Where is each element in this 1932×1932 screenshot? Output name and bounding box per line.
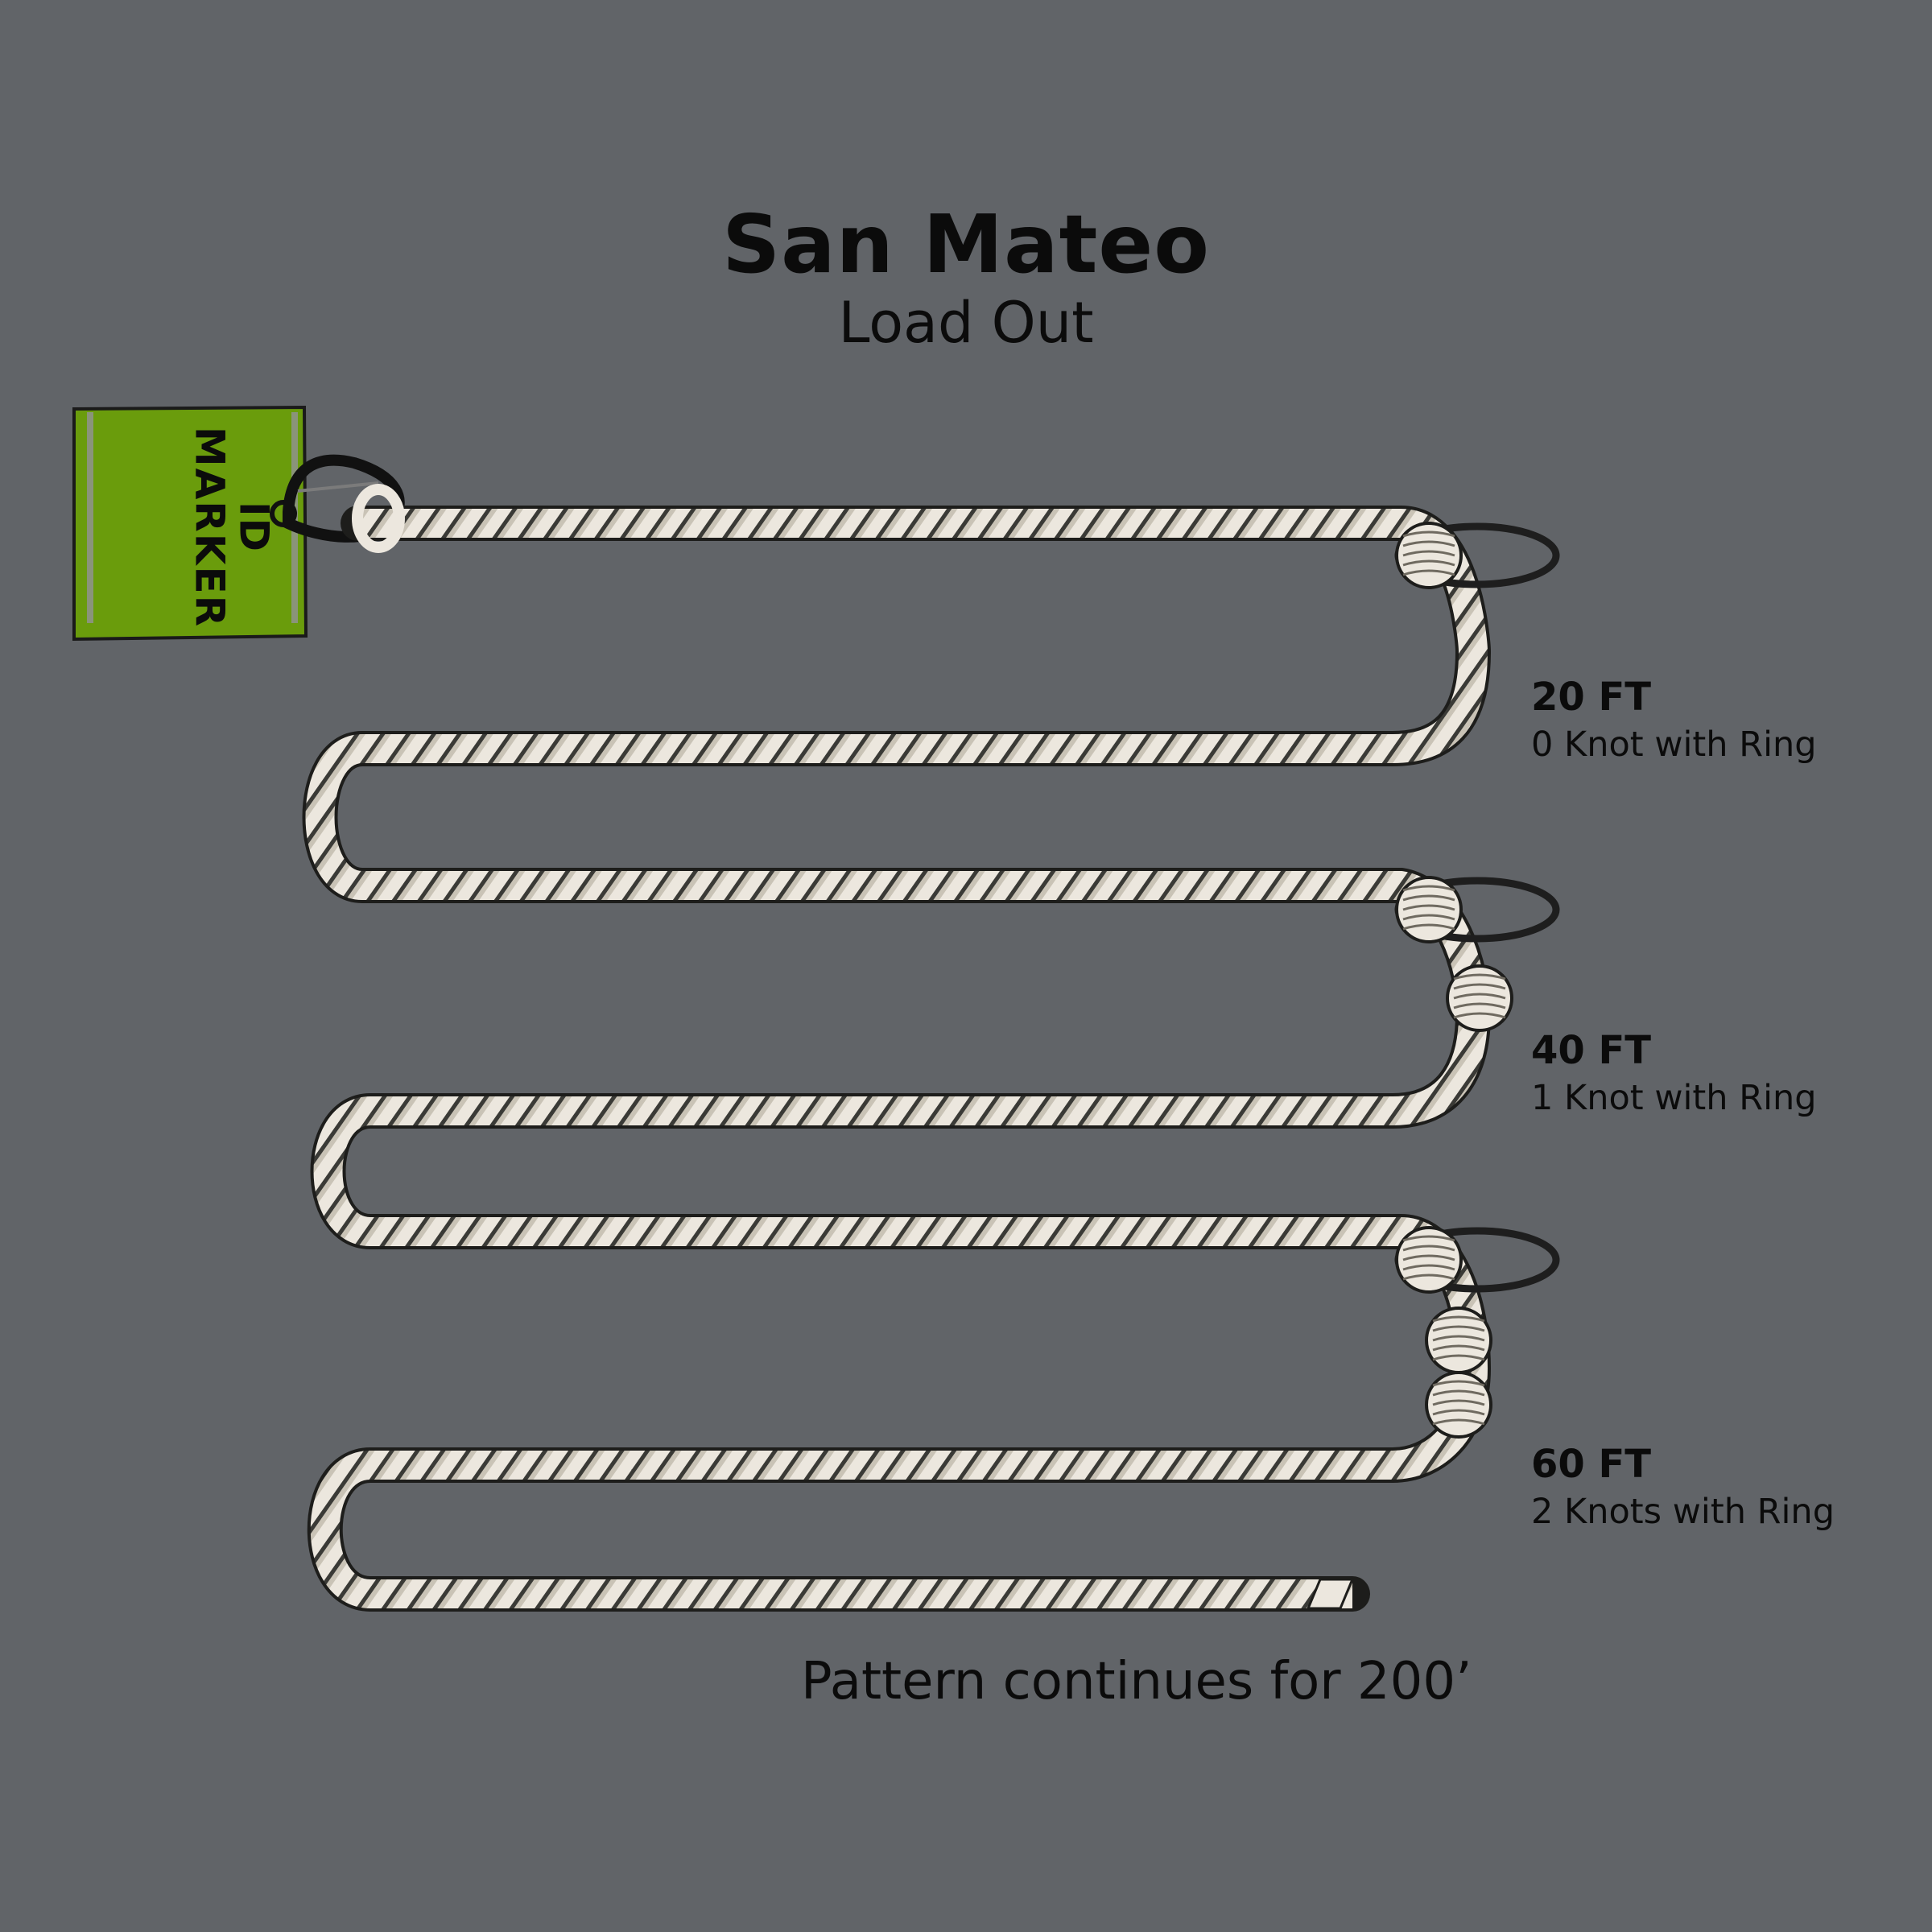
page-subtitle: Load Out <box>838 290 1094 356</box>
marker-distance: 40 FT <box>1531 1028 1652 1073</box>
spacing-knot <box>1425 1371 1492 1439</box>
spacing-knot <box>1446 964 1513 1032</box>
carabiner <box>283 454 405 543</box>
id-marker-tag <box>72 405 308 642</box>
id-marker-line-2: MARKER <box>186 426 233 629</box>
marker-distance: 60 FT <box>1531 1442 1652 1487</box>
pattern-note: Pattern continues for 200’ <box>801 1652 1472 1711</box>
ring-knot <box>1395 876 1463 943</box>
rope-end <box>1306 1578 1355 1610</box>
marker-distance: 20 FT <box>1531 675 1652 720</box>
rope-outline <box>302 506 1492 1612</box>
marker-label-40ft: 40 FT 1 Knot with Ring <box>1531 1028 1817 1118</box>
marker-graphics <box>1394 522 1560 1439</box>
ring-knot <box>1395 1226 1463 1294</box>
ring-knot <box>1395 522 1463 589</box>
spacing-knot <box>1425 1307 1492 1374</box>
marker-label-60ft: 60 FT 2 Knots with Ring <box>1531 1442 1835 1532</box>
marker-description: 0 Knot with Ring <box>1531 724 1817 765</box>
marker-description: 2 Knots with Ring <box>1531 1492 1835 1532</box>
id-marker-label: ID MARKER <box>139 421 324 634</box>
id-marker-line-1: ID <box>230 501 278 554</box>
marker-label-20ft: 20 FT 0 Knot with Ring <box>1531 675 1817 765</box>
rope <box>305 509 1488 1608</box>
page-title: San Mateo <box>722 197 1210 291</box>
marker-description: 1 Knot with Ring <box>1531 1078 1817 1118</box>
rope-loop <box>352 484 405 553</box>
